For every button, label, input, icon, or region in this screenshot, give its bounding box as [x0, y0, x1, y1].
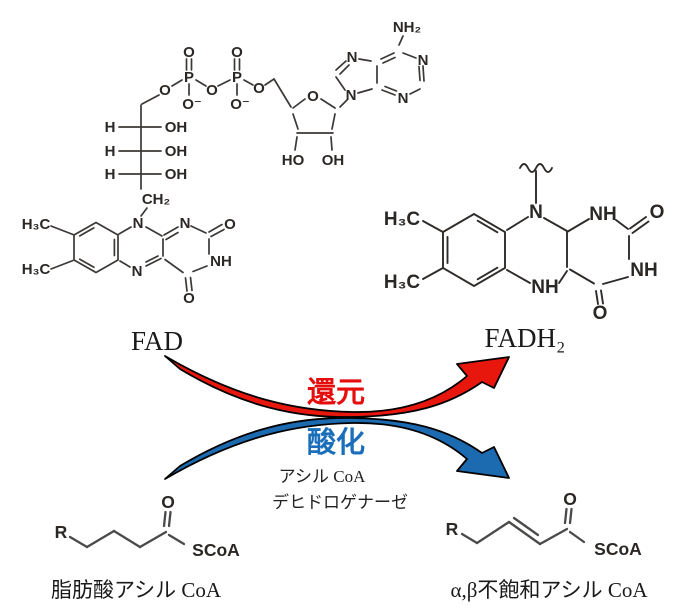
fad-pyrophosphate: O O P P O O⁻ O⁻ O O: [141, 44, 292, 113]
atom-label-h3c: H₃C: [384, 209, 421, 230]
fad-caption: FAD: [131, 326, 183, 356]
atom-label-nh2: NH₂: [393, 19, 421, 36]
atom-label-o: O: [183, 290, 195, 307]
product-structure: R O SCoA: [446, 489, 643, 559]
atom-label-h3c: H₃C: [22, 261, 51, 278]
atom-label-h3c: H₃C: [384, 272, 421, 293]
atom-label-scoa: SCoA: [192, 540, 240, 560]
atom-label-ch2: CH₂: [142, 191, 170, 208]
fad-adenosine: O HO OH N N NH₂ N N: [282, 19, 429, 169]
atom-label-h3c: H₃C: [22, 216, 51, 233]
atom-label-h: H: [105, 143, 116, 160]
atom-label-n: N: [132, 263, 143, 280]
atom-label-oh: OH: [165, 166, 188, 183]
atom-label-n: N: [529, 202, 543, 223]
reduction-arrow: [164, 355, 510, 418]
fadh2-caption: FADH₂: [485, 323, 566, 353]
atom-label-o: O: [231, 44, 243, 61]
atom-label-h: H: [105, 119, 116, 136]
atom-label-p: P: [232, 69, 242, 86]
atom-label-o: O: [161, 492, 175, 512]
enzyme-name-line1: アシル CoA: [279, 467, 366, 486]
atom-label-nh: NH: [531, 277, 558, 298]
substrate-caption: 脂肪酸アシル CoA: [51, 578, 222, 602]
product-caption: α,β不飽和アシル CoA: [450, 578, 648, 602]
atom-label-ho: HO: [282, 152, 305, 169]
atom-label-o: O: [307, 88, 319, 105]
atom-label-n: N: [398, 90, 409, 107]
substrate-structure: R O SCoA: [55, 492, 241, 560]
atom-label-oh: OH: [322, 152, 345, 169]
atom-label-o: O: [650, 202, 665, 223]
atom-label-o: O: [159, 82, 171, 99]
atom-label-o-minus: O⁻: [230, 96, 250, 113]
atom-label-nh: NH: [589, 204, 616, 225]
atom-label-n: N: [346, 87, 357, 104]
fad-ribitol-chain: H H H OH OH OH CH₂: [105, 104, 188, 217]
atom-label-nh: NH: [630, 260, 657, 281]
atom-label-r: R: [55, 522, 68, 542]
atom-label-o: O: [224, 216, 236, 233]
atom-label-o: O: [183, 44, 195, 61]
enzyme-name-line2: デヒドロゲナーゼ: [272, 492, 408, 512]
atom-label-n: N: [347, 49, 358, 66]
atom-label-nh: NH: [210, 253, 232, 270]
atom-label-o: O: [563, 489, 577, 509]
fad-isoalloxazine: H₃C H₃C N N N NH O O: [22, 215, 236, 307]
atom-label-o: O: [206, 82, 218, 99]
atom-label-o: O: [253, 80, 265, 97]
wavy-bond: [519, 163, 553, 173]
atom-label-o: O: [593, 303, 608, 324]
atom-label-n: N: [133, 215, 144, 232]
atom-label-n: N: [180, 215, 191, 232]
atom-label-p: P: [184, 69, 194, 86]
atom-label-oh: OH: [165, 143, 188, 160]
atom-label-oh: OH: [165, 119, 188, 136]
atom-label-scoa: SCoA: [594, 539, 642, 559]
oxidation-label: 酸化: [307, 426, 365, 459]
oxidation-arrow: [164, 417, 510, 480]
reduction-label: 還元: [307, 376, 365, 409]
fadh2-structure: H₃C H₃C N NH NH NH O O: [384, 163, 665, 324]
atom-label-n: N: [418, 52, 429, 69]
atom-label-h: H: [105, 166, 116, 183]
atom-label-r: R: [446, 519, 459, 539]
atom-label-o-minus: O⁻: [182, 96, 202, 113]
